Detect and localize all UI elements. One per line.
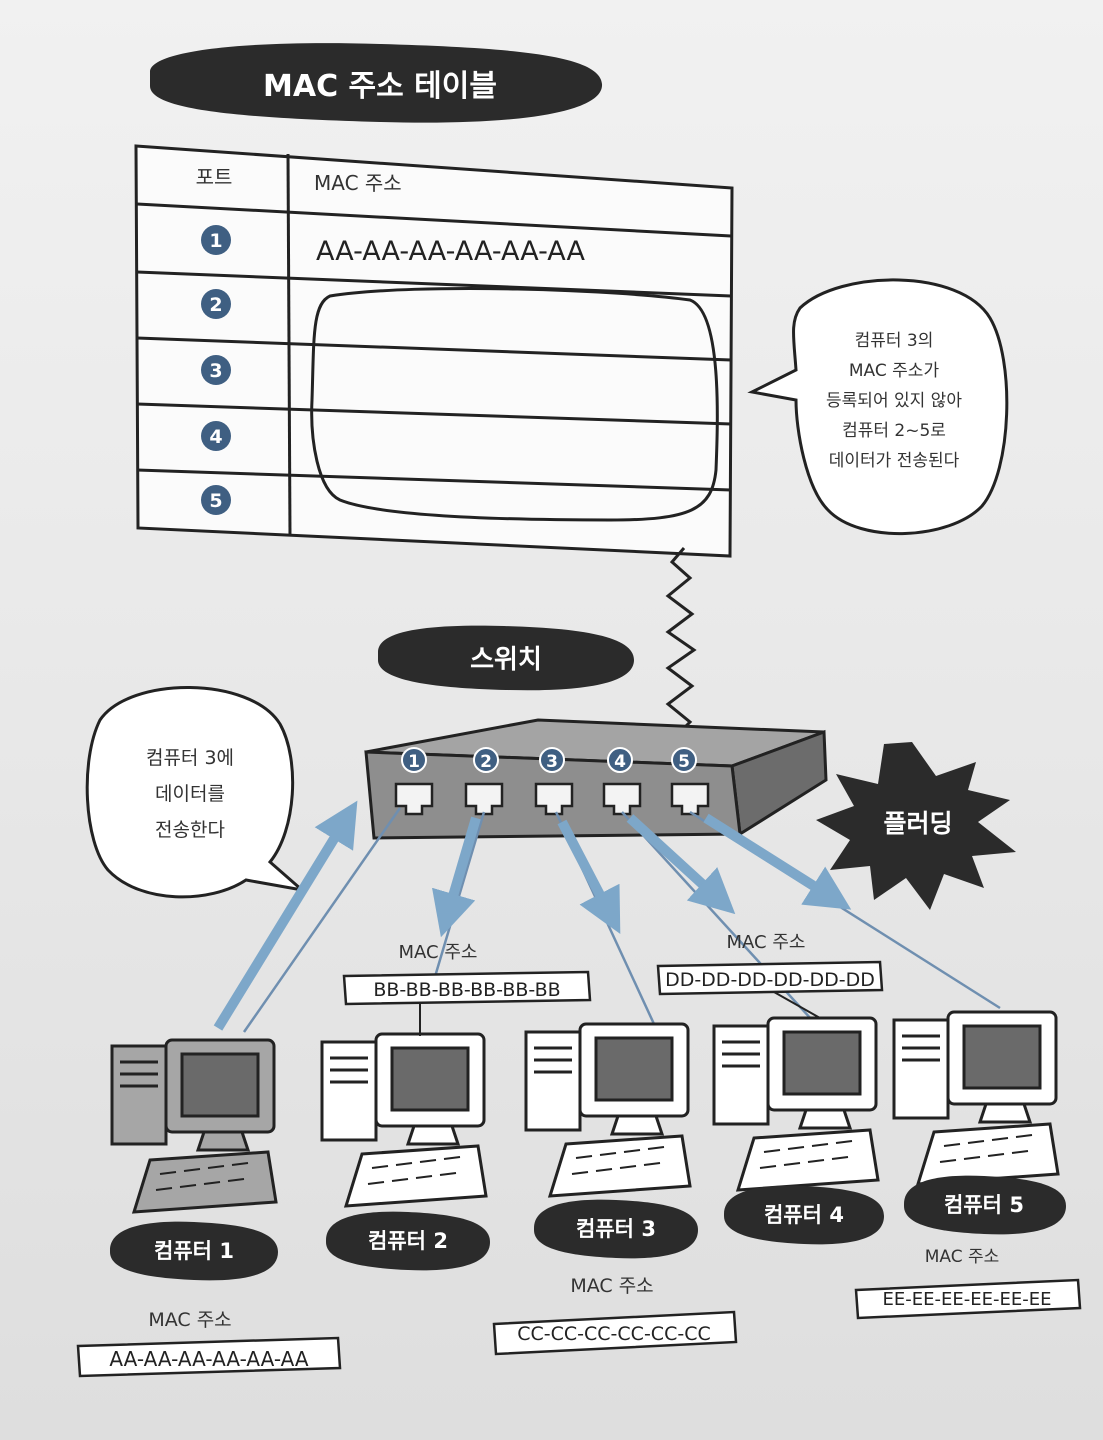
computer-3-mac: CC-CC-CC-CC-CC-CC <box>517 1323 710 1345</box>
bubble-right: 컴퓨터 3의 MAC 주소가 등록되어 있지 않아 컴퓨터 2~5로 데이터가 … <box>747 278 1009 535</box>
bubble-right-line-2: MAC 주소가 <box>849 361 940 381</box>
computer-4-mac-pointer <box>773 991 821 1019</box>
computer-3-name-pill: 컴퓨터 3 <box>534 1199 698 1259</box>
computer-1-mac: AA-AA-AA-AA-AA-AA <box>109 1347 309 1371</box>
switch-ports: 1 2 3 4 5 <box>394 747 710 816</box>
arrow-to-computer-5 <box>703 813 852 910</box>
computer-3-name: 컴퓨터 3 <box>576 1217 656 1241</box>
bubble-left-line-1: 컴퓨터 3에 <box>146 747 234 769</box>
computer-3-mac-box: CC-CC-CC-CC-CC-CC <box>492 1310 738 1356</box>
port-badge-5 <box>201 485 231 515</box>
bubble-right-line-3: 등록되어 있지 않아 <box>826 391 962 411</box>
computer-1-name-pill: 컴퓨터 1 <box>110 1221 278 1281</box>
flooding-label: 플러딩 <box>883 809 952 838</box>
switch-socket-5 <box>670 782 710 816</box>
switch-label: 스위치 <box>470 645 542 675</box>
computer-2-mac-label: MAC 주소 <box>399 942 478 963</box>
port-badge-4-label: 4 <box>209 426 222 448</box>
bubble-right-line-1: 컴퓨터 3의 <box>855 331 934 351</box>
bubble-left: 컴퓨터 3에 데이터를 전송한다 <box>85 686 308 899</box>
port-badge-3 <box>201 355 231 385</box>
title-pill: MAC 주소 테이블 <box>150 43 603 123</box>
switch-port-badge-2 <box>473 747 499 773</box>
title-text: MAC 주소 테이블 <box>263 69 497 104</box>
bubble-left-line-3: 전송한다 <box>155 819 225 841</box>
flooding-burst: 플러딩 <box>816 742 1016 910</box>
table-switch-connector <box>665 547 697 738</box>
port-badge-1 <box>201 225 231 255</box>
table-header-mac: MAC 주소 <box>314 171 402 195</box>
computer-4-name: 컴퓨터 4 <box>764 1203 844 1227</box>
arrow-to-computer-3 <box>557 819 621 934</box>
switch-port-label-4: 4 <box>614 752 626 772</box>
switch-port-label-3: 3 <box>546 752 558 772</box>
switch-socket-1 <box>394 782 434 816</box>
port-badge-2-label: 2 <box>209 294 222 316</box>
mac-table <box>134 144 734 558</box>
table-row-1-mac: AA-AA-AA-AA-AA-AA <box>316 236 585 267</box>
computer-1-mac-box: AA-AA-AA-AA-AA-AA <box>76 1336 342 1378</box>
computer-4-mac-box: DD-DD-DD-DD-DD-DD <box>656 960 884 996</box>
port-badge-1-label: 1 <box>209 230 222 252</box>
table-port-badges: 1 2 3 4 5 <box>201 225 231 515</box>
switch-socket-3 <box>534 782 574 816</box>
bubble-right-line-5: 데이터가 전송된다 <box>829 451 960 471</box>
switch-port-badge-5 <box>671 747 697 773</box>
flow-arrows <box>213 800 852 1031</box>
computer-1-icon <box>110 1038 278 1214</box>
switch-port-label-2: 2 <box>480 752 492 772</box>
switch-port-label-5: 5 <box>678 752 690 772</box>
computer-5-mac-label: MAC 주소 <box>925 1247 1000 1267</box>
computer-4-icon <box>712 1016 880 1192</box>
table-header-port: 포트 <box>196 165 233 189</box>
computer-1-mac-label: MAC 주소 <box>148 1309 231 1331</box>
arrow-to-switch <box>213 800 358 1031</box>
computer-5-icon <box>892 1010 1060 1186</box>
computer-4-mac-label: MAC 주소 <box>727 932 806 953</box>
switch-socket-2 <box>464 782 504 816</box>
port-badge-3-label: 3 <box>209 360 222 382</box>
computer-1-name: 컴퓨터 1 <box>154 1239 234 1263</box>
computer-5-name-pill: 컴퓨터 5 <box>904 1175 1066 1235</box>
computer-5-name: 컴퓨터 5 <box>944 1193 1024 1217</box>
switch-port-badge-4 <box>607 747 633 773</box>
computer-4-mac: DD-DD-DD-DD-DD-DD <box>665 969 875 991</box>
switch-socket-4 <box>602 782 642 816</box>
switch-device <box>364 718 828 840</box>
bubble-left-line-2: 데이터를 <box>155 783 225 805</box>
switch-port-badge-3 <box>539 747 565 773</box>
arrow-to-computer-4 <box>626 814 736 915</box>
computer-2-name: 컴퓨터 2 <box>368 1229 448 1253</box>
computer-3-icon <box>524 1022 692 1198</box>
port-badge-4 <box>201 421 231 451</box>
computer-4-name-pill: 컴퓨터 4 <box>724 1185 884 1245</box>
computer-3-mac-label: MAC 주소 <box>570 1275 653 1297</box>
switch-port-label-1: 1 <box>408 752 420 772</box>
port-badge-2 <box>201 289 231 319</box>
computer-2-mac: BB-BB-BB-BB-BB-BB <box>373 979 560 1001</box>
computer-2-name-pill: 컴퓨터 2 <box>326 1211 490 1271</box>
computer-2-icon <box>320 1032 488 1208</box>
cable-1 <box>242 807 402 1033</box>
switch-pill: 스위치 <box>378 625 634 691</box>
arrow-to-computer-2 <box>432 816 481 938</box>
computer-2-mac-box: BB-BB-BB-BB-BB-BB <box>342 970 592 1006</box>
switch-port-badge-1 <box>401 747 427 773</box>
computer-5-mac: EE-EE-EE-EE-EE-EE <box>883 1289 1052 1310</box>
port-badge-5-label: 5 <box>209 490 222 512</box>
computer-5-mac-box: EE-EE-EE-EE-EE-EE <box>854 1278 1082 1320</box>
bubble-right-line-4: 컴퓨터 2~5로 <box>842 421 946 441</box>
